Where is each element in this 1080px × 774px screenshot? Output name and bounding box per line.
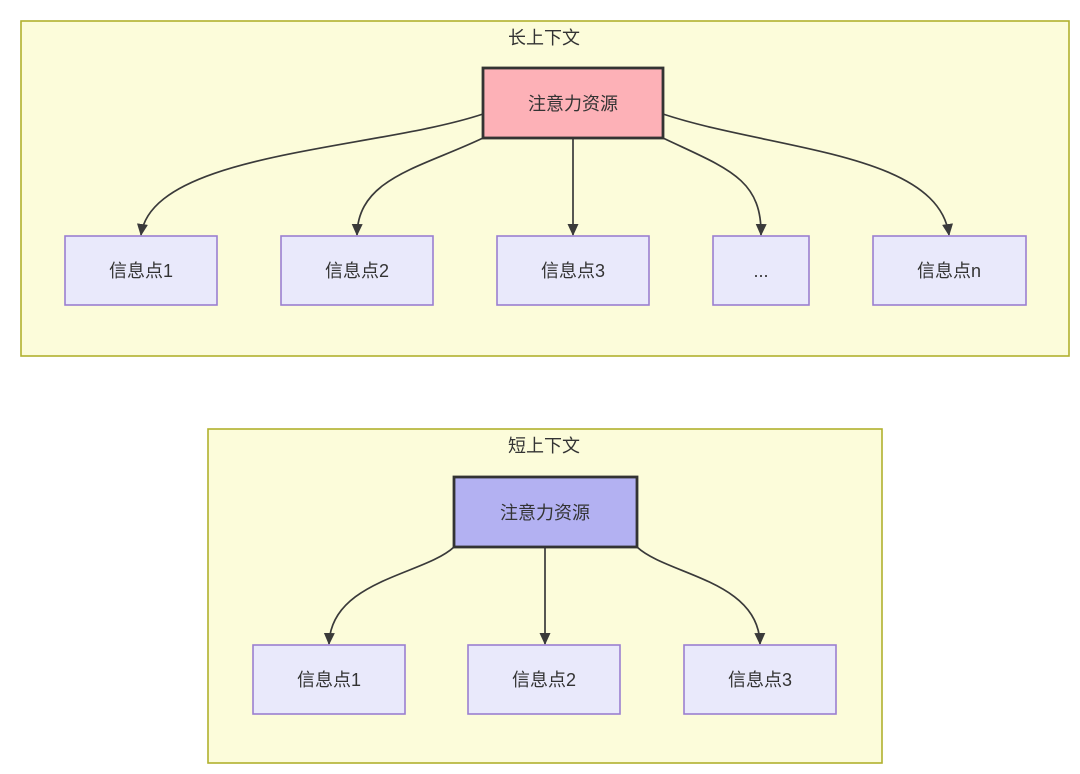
short-edge-1 bbox=[323, 546, 455, 645]
long-edge-4 bbox=[662, 137, 767, 236]
short-attention-label: 注意力资源 bbox=[500, 503, 590, 523]
long-edge-5 bbox=[662, 113, 953, 236]
long-info-box-3 bbox=[496, 235, 650, 306]
long-info-label-3: 信息点3 bbox=[541, 261, 605, 281]
short-context-title: 短上下文 bbox=[508, 436, 580, 456]
short-info-label-2: 信息点2 bbox=[512, 670, 576, 690]
short-info-box-2 bbox=[467, 644, 621, 715]
long-edge-2 bbox=[351, 137, 484, 236]
long-info-box-n bbox=[872, 235, 1027, 306]
long-attention-label: 注意力资源 bbox=[528, 94, 618, 114]
long-info-box-1 bbox=[64, 235, 218, 306]
long-info-label-1: 信息点1 bbox=[109, 261, 173, 281]
long-attention-box bbox=[481, 66, 665, 140]
long-edge-1 bbox=[137, 113, 484, 236]
short-info-box-3 bbox=[683, 644, 837, 715]
long-info-box-2 bbox=[280, 235, 434, 306]
long-info-label-2: 信息点2 bbox=[325, 261, 389, 281]
short-info-box-1 bbox=[252, 644, 406, 715]
short-context-diagram: 短上下文 注意力资源 信息点1 信息点2 信息点3 bbox=[207, 428, 883, 764]
long-context-diagram: 长上下文 注意力资源 信息点1 信息点2 信息点3 ... 信息点n bbox=[20, 20, 1070, 357]
long-context-title: 长上下文 bbox=[508, 28, 580, 48]
short-info-label-3: 信息点3 bbox=[728, 670, 792, 690]
short-edge-3 bbox=[636, 546, 766, 645]
short-info-label-1: 信息点1 bbox=[297, 670, 361, 690]
long-info-label-n: 信息点n bbox=[917, 261, 981, 281]
long-info-box-ellipsis bbox=[712, 235, 810, 306]
short-attention-box bbox=[452, 475, 639, 549]
long-info-label-ellipsis: ... bbox=[753, 261, 768, 281]
